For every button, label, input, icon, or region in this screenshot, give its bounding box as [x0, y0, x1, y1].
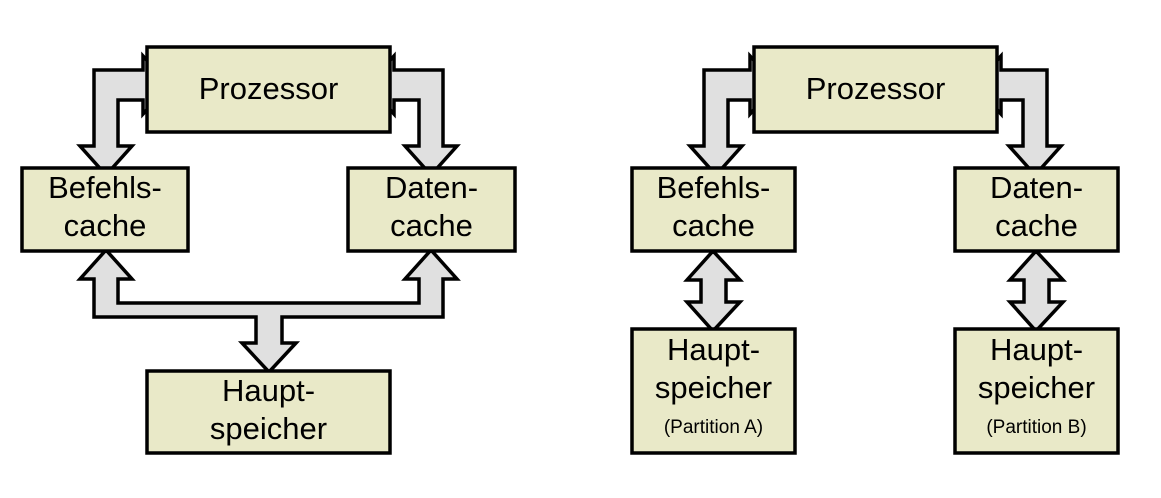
- connector-caches-hauptspeicher-icon: [76, 247, 461, 375]
- hauptspeicher-partition-a-box[interactable]: [630, 327, 797, 455]
- befehlscache-label-line1: Befehls-: [657, 170, 771, 205]
- right-diagram: Prozessor Befehls- cache Daten- cache Ha…: [630, 45, 1120, 455]
- datencache-label-line1: Daten-: [385, 170, 478, 205]
- befehlscache-label-line1: Befehls-: [48, 170, 162, 205]
- befehlscache-node[interactable]: Befehls- cache: [20, 166, 190, 253]
- hauptspeicher-a-partition-label: (Partition A): [664, 417, 763, 438]
- hauptspeicher-label-line2: speicher: [210, 411, 327, 446]
- datencache-box[interactable]: [346, 166, 517, 253]
- connector-datencache-hauptspeicher-b-icon: [1006, 248, 1068, 334]
- hauptspeicher-partition-a-node[interactable]: Haupt- speicher (Partition A): [630, 327, 797, 455]
- datencache-node[interactable]: Daten- cache: [346, 166, 517, 253]
- befehlscache-node[interactable]: Befehls- cache: [630, 166, 797, 253]
- datencache-label-line2: cache: [995, 208, 1078, 243]
- befehlscache-box[interactable]: [20, 166, 190, 253]
- befehlscache-label-line2: cache: [672, 208, 755, 243]
- hauptspeicher-b-label-line2: speicher: [978, 370, 1095, 405]
- datencache-label-line2: cache: [390, 208, 473, 243]
- hauptspeicher-partition-b-box[interactable]: [953, 327, 1120, 455]
- prozessor-box[interactable]: [145, 45, 392, 134]
- prozessor-label: Prozessor: [806, 71, 946, 106]
- datencache-label-line1: Daten-: [990, 170, 1083, 205]
- befehlscache-box[interactable]: [630, 166, 797, 253]
- prozessor-label: Prozessor: [199, 71, 339, 106]
- left-diagram: Prozessor Befehls- cache Daten- cache Ha…: [20, 45, 517, 455]
- hauptspeicher-b-label-line1: Haupt-: [990, 332, 1083, 367]
- hauptspeicher-label-line1: Haupt-: [222, 373, 315, 408]
- prozessor-node[interactable]: Prozessor: [145, 45, 392, 134]
- datencache-box[interactable]: [953, 166, 1120, 253]
- hauptspeicher-b-partition-label: (Partition B): [986, 417, 1086, 438]
- hauptspeicher-partition-b-node[interactable]: Haupt- speicher (Partition B): [953, 327, 1120, 455]
- befehlscache-label-line2: cache: [64, 208, 147, 243]
- hauptspeicher-a-label-line2: speicher: [655, 370, 772, 405]
- connector-befehlscache-hauptspeicher-a-icon: [683, 248, 745, 334]
- prozessor-node[interactable]: Prozessor: [752, 45, 999, 134]
- hauptspeicher-a-label-line1: Haupt-: [667, 332, 760, 367]
- datencache-node[interactable]: Daten- cache: [953, 166, 1120, 253]
- prozessor-box[interactable]: [752, 45, 999, 134]
- hauptspeicher-node[interactable]: Haupt- speicher: [145, 369, 392, 455]
- hauptspeicher-box[interactable]: [145, 369, 392, 455]
